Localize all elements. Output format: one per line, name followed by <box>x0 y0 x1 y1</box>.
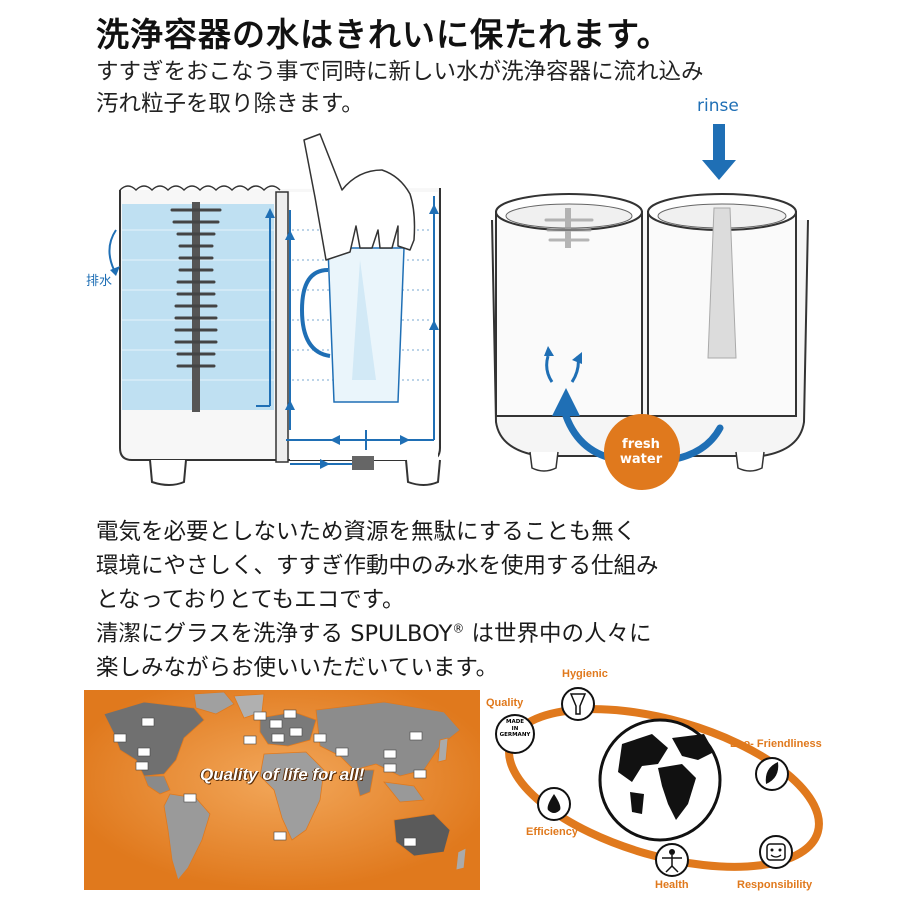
world-map-panel: Quality of life for all! <box>84 690 480 890</box>
value-label-health: Health <box>655 879 689 891</box>
smiley-face-icon <box>759 835 793 869</box>
rinse-label: rinse <box>697 96 739 116</box>
subtitle-line-2: 汚れ粒子を取り除きます。 <box>96 91 364 117</box>
body-line-1: 電気を必要としないため資源を無駄にすることも無く <box>96 519 637 545</box>
value-label-eco-friendliness: Eco- Friendliness <box>730 738 822 750</box>
subtitle-line-1: すすぎをおこなう事で同時に新しい水が洗浄容器に流れ込み <box>96 59 704 85</box>
rinse-arrow-icon <box>702 124 736 180</box>
values-orbit-graphic <box>495 687 823 877</box>
rinse-flow-diagram <box>491 124 809 490</box>
brush-icon <box>170 202 222 412</box>
map-slogan: Quality of life for all! <box>200 765 365 784</box>
body-line-4: 清潔にグラスを洗浄する SPULBOY® は世界中の人々に <box>96 621 652 647</box>
value-label-responsibility: Responsibility <box>737 879 813 891</box>
headline: 洗浄容器の水はきれいに保たれます。 <box>96 15 671 54</box>
body-line-3: となっておりとてもエコです。 <box>96 587 405 613</box>
vitruvian-man-icon <box>655 843 689 877</box>
globe-icon <box>598 718 722 842</box>
country-flag-markers <box>113 709 427 847</box>
beer-mug-icon <box>299 247 405 403</box>
hygienic-glass-icon <box>561 687 595 721</box>
made-in-germany-badge <box>495 714 535 754</box>
value-label-hygienic: Hygienic <box>562 668 608 680</box>
washer-cross-section-diagram <box>108 133 441 486</box>
drain-label: 排水 <box>86 274 113 289</box>
leaf-icon <box>755 757 789 791</box>
registered-mark: ® <box>452 621 465 636</box>
world-map-icon <box>84 690 480 890</box>
fresh-water-label: fresh water <box>619 437 663 467</box>
body-line-2: 環境にやさしく、すすぎ作動中のみ水を使用する仕組み <box>96 553 659 579</box>
hand-icon <box>303 133 416 261</box>
value-label-quality: Quality <box>486 697 524 709</box>
value-label-efficiency: Efficiency <box>526 826 578 838</box>
made-in-germany-text: MADE IN GERMANY <box>499 719 531 738</box>
body-line-5: 楽しみながらお使いいただいています。 <box>96 655 499 681</box>
water-drop-icon <box>537 787 571 821</box>
